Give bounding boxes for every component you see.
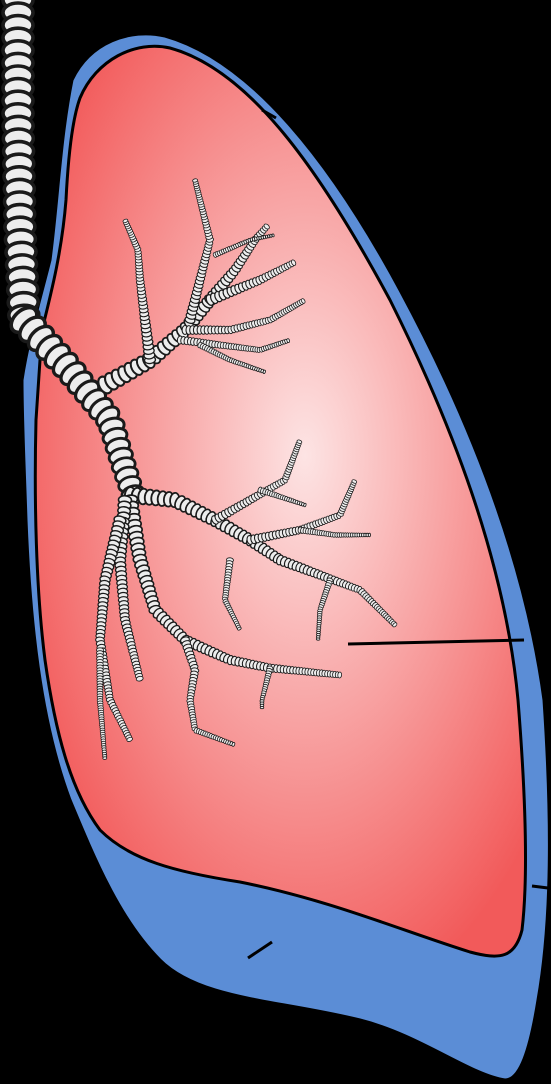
trachea xyxy=(3,0,39,325)
leader-line-4 xyxy=(532,886,548,888)
